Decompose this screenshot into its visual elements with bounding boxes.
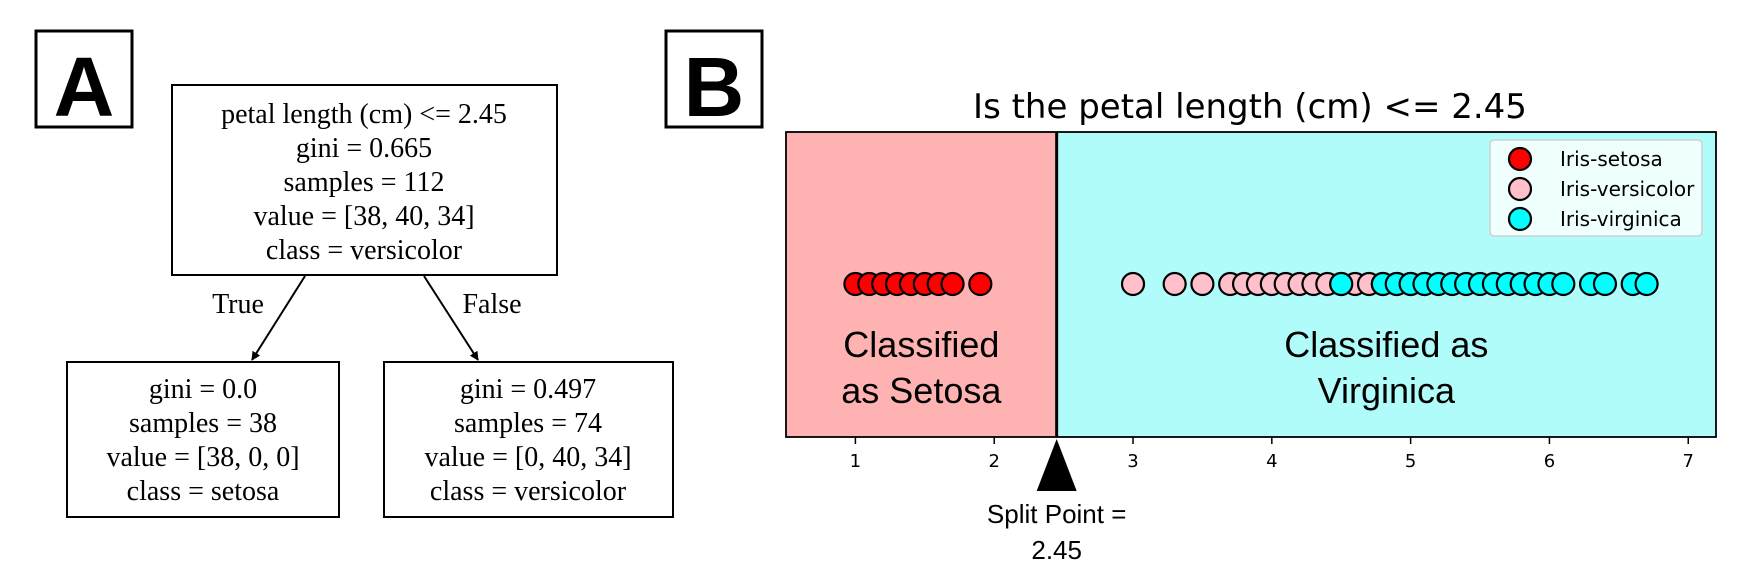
legend-label: Iris-virginica [1560,207,1682,231]
legend-marker-iris-setosa [1507,146,1533,172]
region-right-label: Virginica [1318,370,1456,411]
root-node-line: gini = 0.665 [296,133,432,164]
plot-frame [785,131,1717,438]
tree-left-leaf [66,361,340,518]
split-point-label: Split Point = [987,499,1126,529]
edge-true-arrow [251,275,306,361]
point-iris-virginica [1634,271,1659,297]
panel-a-letter-box [34,29,134,129]
root-node-line: samples = 112 [284,167,445,198]
point-iris-virginica [1551,271,1576,297]
tree-right-leaf [383,361,674,518]
legend-marker-iris-versicolor [1507,176,1533,202]
point-iris-versicolor [1190,271,1215,297]
legend-label: Iris-setosa [1560,147,1663,171]
region-left-label: as Setosa [841,370,1002,411]
x-tick-label: 6 [1544,451,1555,472]
panel-b: B Is the petal length (cm) <= 2.45 Class… [664,29,1717,565]
left-leaf-line: samples = 38 [129,408,277,439]
region-right-label: Classified as [1284,324,1488,365]
point-iris-versicolor [1162,271,1187,297]
x-tick-label: 3 [1127,451,1138,472]
scatter-points [843,271,1659,297]
root-node-line: class = versicolor [266,235,463,266]
panel-a: A petal length (cm) <= 2.45 gini = 0.665… [34,29,674,518]
panel-b-letter-box [664,29,764,129]
x-tick-label: 1 [850,451,861,472]
right-leaf-line: gini = 0.497 [460,374,596,405]
left-leaf-line: value = [38, 0, 0] [106,442,299,473]
split-point-marker [1036,439,1077,491]
legend-marker-iris-virginica [1507,206,1533,232]
point-iris-setosa [968,271,993,297]
edge-false-arrow [423,275,479,361]
left-leaf-line: gini = 0.0 [149,374,257,405]
split-point-value: 2.45 [1031,535,1082,565]
point-iris-versicolor [1120,271,1146,297]
x-tick-label: 5 [1405,451,1416,472]
x-tick-label: 2 [988,451,999,472]
region-left-label: Classified [843,324,999,365]
x-tick-label: 4 [1266,451,1277,472]
x-tick-label: 7 [1683,451,1694,472]
point-iris-virginica [1329,271,1354,297]
point-iris-virginica [1592,271,1618,297]
left-leaf-line: class = setosa [127,476,280,507]
root-node-line: petal length (cm) <= 2.45 [221,99,507,130]
root-node-line: value = [38, 40, 34] [253,201,474,232]
right-leaf-line: class = versicolor [430,476,627,507]
panel-b-letter: B [684,40,745,134]
legend-label: Iris-versicolor [1560,177,1695,201]
edge-false-label: False [462,289,521,320]
tree-root-node [171,84,558,276]
right-leaf-line: value = [0, 40, 34] [424,442,631,473]
x-axis: 1 2 3 4 5 6 7 [850,437,1694,472]
legend-frame [1489,139,1703,237]
point-iris-setosa [940,271,965,297]
right-leaf-line: samples = 74 [454,408,602,439]
panel-a-letter: A [54,40,115,134]
edge-true-label: True [212,289,264,320]
chart-title: Is the petal length (cm) <= 2.45 [973,87,1527,127]
